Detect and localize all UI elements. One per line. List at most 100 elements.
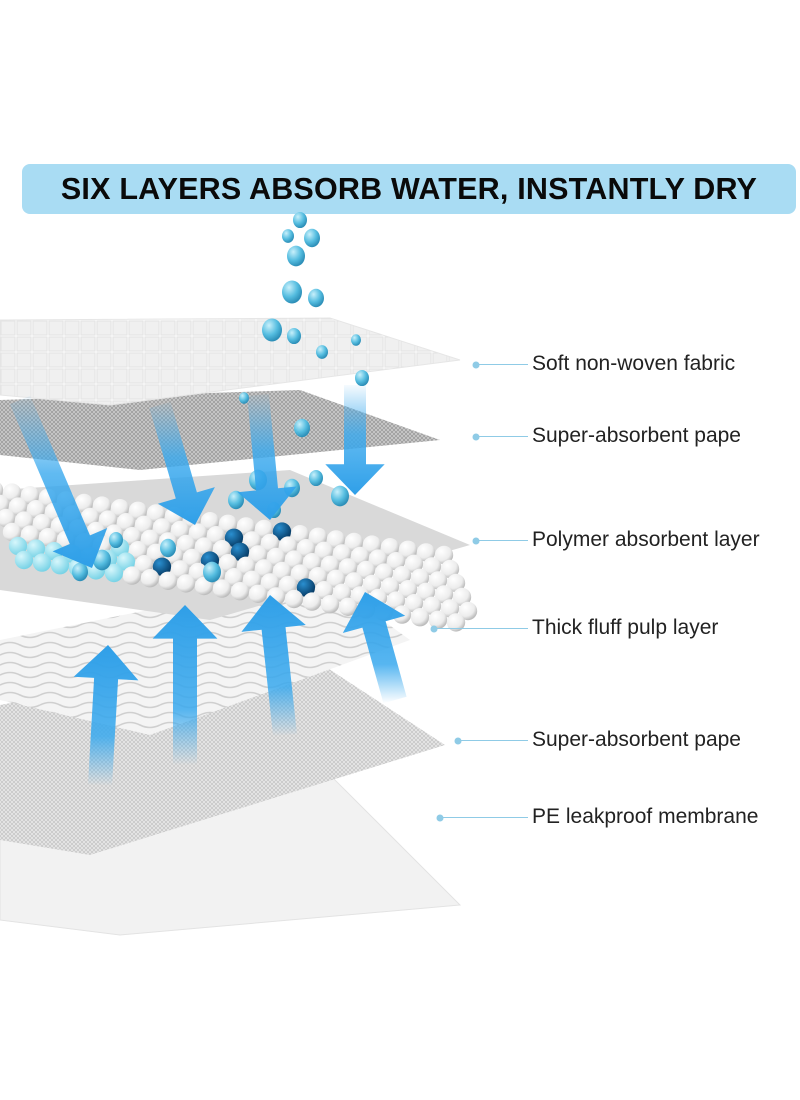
water-drop-icon [287, 327, 301, 345]
leader-line [440, 817, 528, 818]
polymer-bead [206, 526, 226, 545]
upper-paper-sheet [0, 390, 440, 470]
up-arrow-icon [241, 595, 306, 737]
leader-line [476, 540, 528, 541]
polymer-bead [392, 566, 412, 585]
layer-label: Soft non-woven fabric [532, 352, 736, 375]
polymer-bead [338, 558, 358, 577]
polymer-bead [116, 552, 136, 571]
polymer-bead [278, 536, 298, 555]
leader-line [434, 628, 528, 629]
banner-title: SIX LAYERS ABSORB WATER, INSTANTLY DRY [60, 171, 758, 206]
polymer-bead [230, 582, 250, 601]
polymer-bead [98, 510, 118, 529]
polymer-bead [74, 493, 94, 513]
polymer-bead [134, 515, 154, 534]
polymer-bead [374, 563, 394, 582]
polymer-bead [92, 496, 112, 515]
polymer-bead [176, 574, 196, 593]
polymer-bead [122, 527, 142, 546]
layer-label: Polymer absorbent layer [532, 528, 760, 551]
polymer-bead [182, 548, 202, 568]
polymer-bead [410, 568, 430, 587]
polymer-bead [344, 532, 364, 552]
leader-line [476, 364, 528, 365]
polymer-bead [104, 563, 124, 583]
polymer-bead [332, 583, 352, 602]
polymer-bead [152, 557, 172, 576]
polymer-bead [170, 560, 190, 579]
polymer-bead [272, 522, 292, 541]
polymer-bead [0, 508, 16, 528]
down-arrow-icon [9, 395, 108, 568]
up-arrow-icon [73, 645, 139, 786]
polymer-bead [326, 569, 346, 588]
polymer-bead [368, 549, 388, 568]
polymer-bead [26, 539, 46, 558]
polymer-bead [224, 568, 244, 587]
water-drop-icon [160, 538, 176, 558]
polymer-bead [428, 610, 448, 629]
polymer-bead [398, 580, 418, 599]
polymer-bead [284, 550, 304, 569]
leader-line [458, 740, 528, 741]
polymer-bead [134, 555, 154, 574]
polymer-bead [170, 520, 190, 540]
polymer-bead [194, 537, 214, 556]
polymer-bead [128, 501, 148, 520]
polymer-bead [236, 517, 256, 536]
polymer-bead [422, 596, 442, 615]
polymer-bead [212, 540, 232, 559]
down-arrow-icon [149, 401, 215, 525]
polymer-bead [254, 519, 274, 539]
leader-dot [472, 537, 480, 544]
polymer-bead [236, 556, 256, 575]
polymer-bead [458, 601, 478, 621]
layer-label: Super-absorbent pape [532, 728, 741, 751]
polymer-bead [218, 514, 238, 533]
polymer-bead [152, 518, 172, 537]
polymer-bead [248, 545, 268, 564]
polymer-bead [404, 554, 424, 573]
title-banner: SIX LAYERS ABSORB WATER, INSTANTLY DRY [22, 164, 796, 214]
polymer-bead [308, 527, 328, 546]
polymer-bead [404, 594, 424, 613]
layer-label: Thick fluff pulp layer [532, 616, 719, 639]
layer-label: PE leakproof membrane [532, 805, 759, 828]
polymer-bead [218, 554, 238, 573]
polymer-bead [140, 529, 160, 548]
polymer-bead [212, 579, 232, 598]
polymer-bead [326, 530, 346, 549]
polymer-bead [110, 499, 130, 518]
leader-dot [436, 814, 444, 821]
polymer-bead [128, 541, 148, 560]
polymer-bead [386, 591, 406, 610]
polymer-bead [410, 608, 430, 627]
polymer-bead [158, 571, 178, 590]
polymer-bead [20, 525, 40, 544]
water-drop-icon [293, 211, 307, 229]
polymer-bead [278, 575, 298, 595]
polymer-bead [122, 566, 142, 585]
polymer-bead [38, 528, 58, 547]
up-arrow-icon [152, 605, 218, 765]
water-drop-icon [72, 562, 88, 582]
polymer-bead [446, 613, 466, 632]
water-drop-icon [287, 245, 305, 267]
leader-dot [430, 625, 438, 632]
water-drop-icon [282, 280, 302, 304]
polymer-bead [176, 534, 196, 554]
polymer-bead [422, 557, 442, 576]
polymer-bead [290, 525, 310, 544]
polymer-bead [2, 483, 22, 502]
polymer-bead [260, 573, 280, 592]
non-woven-fabric-sheet [0, 317, 461, 406]
polymer-bead [302, 592, 322, 611]
down-arrow-icon [325, 385, 385, 495]
water-drop-icon [282, 229, 294, 243]
polymer-bead [242, 531, 262, 550]
water-drop-icon [316, 345, 328, 359]
polymer-bead [0, 483, 4, 497]
polymer-bead [398, 540, 418, 559]
